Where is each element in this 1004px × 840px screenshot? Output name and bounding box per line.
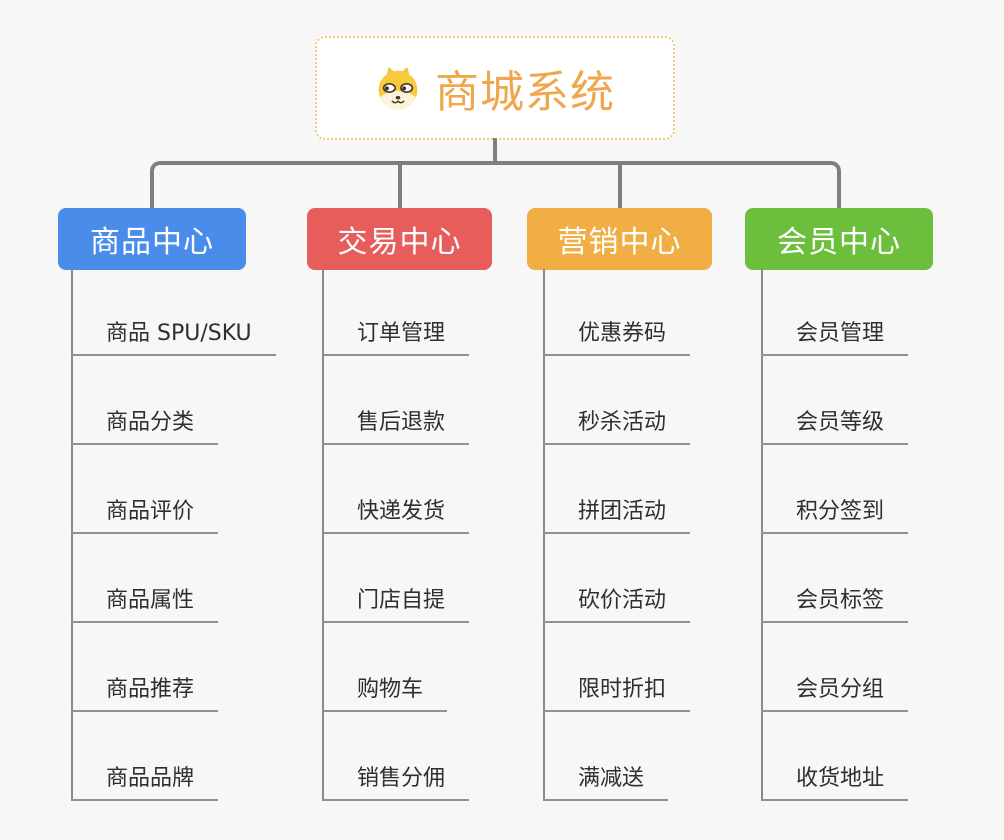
leaf-node[interactable]: 售后退款 (322, 410, 470, 445)
leaf-node[interactable]: 砍价活动 (543, 588, 691, 623)
leaf-node[interactable]: 会员管理 (761, 321, 909, 356)
connector-drop-trade (398, 161, 402, 208)
leaf-node[interactable]: 商品属性 (71, 588, 219, 623)
branch-node-trade[interactable]: 交易中心 (307, 208, 492, 270)
leaf-node[interactable]: 秒杀活动 (543, 410, 691, 445)
leaf-node[interactable]: 限时折扣 (543, 677, 691, 712)
shiba-dog-icon (375, 65, 421, 111)
leaf-node[interactable]: 商品品牌 (71, 766, 219, 801)
connector-spine-products (71, 269, 73, 801)
leaf-node[interactable]: 拼团活动 (543, 499, 691, 534)
connector-spine-marketing (543, 269, 545, 801)
root-node[interactable]: 商城系统 (315, 36, 675, 140)
connector-spine-members (761, 269, 763, 801)
connector-drop-marketing (618, 161, 622, 208)
connector-spine-trade (322, 269, 324, 801)
leaf-node[interactable]: 商品 SPU/SKU (71, 321, 276, 356)
leaf-node[interactable]: 会员分组 (761, 677, 909, 712)
leaf-node[interactable]: 优惠券码 (543, 321, 691, 356)
leaf-node[interactable]: 商品评价 (71, 499, 219, 534)
branch-node-products[interactable]: 商品中心 (58, 208, 246, 270)
branch-node-members[interactable]: 会员中心 (745, 208, 933, 270)
root-title: 商城系统 (435, 67, 615, 118)
leaf-node[interactable]: 会员等级 (761, 410, 909, 445)
leaf-node[interactable]: 收货地址 (761, 766, 909, 801)
leaf-node[interactable]: 门店自提 (322, 588, 470, 623)
leaf-node[interactable]: 销售分佣 (322, 766, 470, 801)
branch-node-marketing[interactable]: 营销中心 (527, 208, 712, 270)
leaf-node[interactable]: 商品推荐 (71, 677, 219, 712)
leaf-node[interactable]: 满减送 (543, 766, 669, 801)
leaf-node[interactable]: 订单管理 (322, 321, 470, 356)
leaf-node[interactable]: 会员标签 (761, 588, 909, 623)
leaf-node[interactable]: 购物车 (322, 677, 448, 712)
connector-root-drop (493, 138, 497, 165)
leaf-node[interactable]: 快递发货 (322, 499, 470, 534)
connector-bracket (150, 161, 841, 208)
leaf-node[interactable]: 商品分类 (71, 410, 219, 445)
leaf-node[interactable]: 积分签到 (761, 499, 909, 534)
